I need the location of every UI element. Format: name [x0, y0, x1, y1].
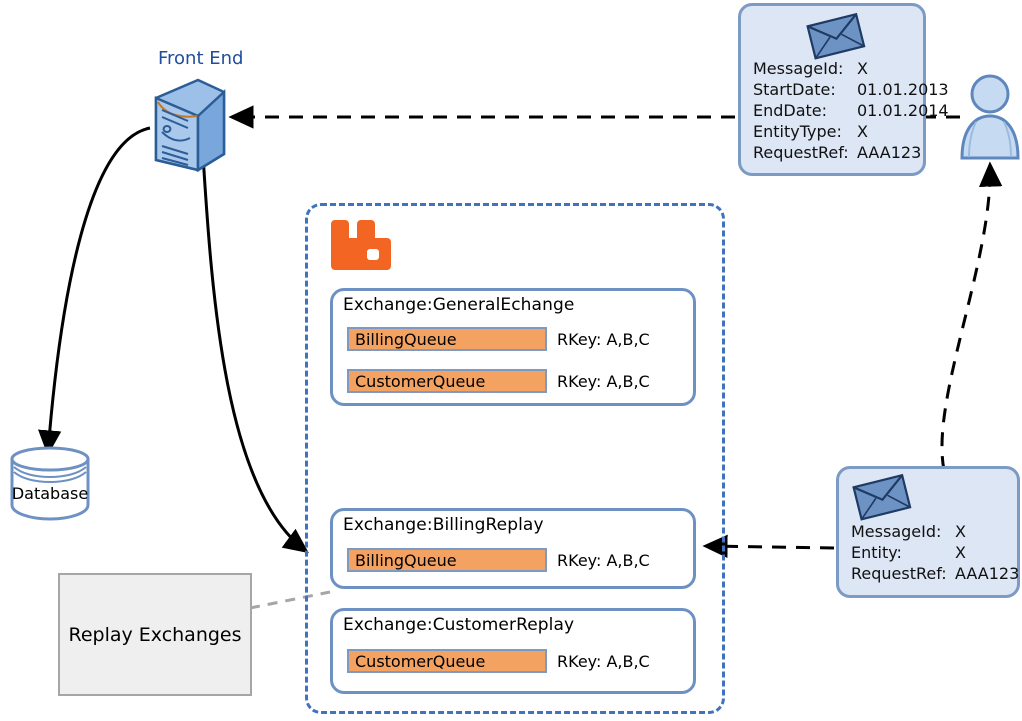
queue-customerqueue[interactable]: CustomerQueue [347, 369, 547, 393]
envelope-icon [801, 12, 869, 62]
message-field-row: StartDate: 01.01.2013 [753, 79, 949, 100]
message-field-row: RequestRef: AAA123 [851, 563, 1019, 584]
exchange-card-billing-replay[interactable]: Exchange:BillingReplay BillingQueue RKey… [330, 508, 696, 589]
queue-row[interactable]: BillingQueue RKey: A,B,C [347, 327, 650, 351]
user-person-icon[interactable] [958, 72, 1022, 164]
queue-rkey-label: RKey: A,B,C [557, 329, 650, 349]
server-icon [148, 76, 230, 176]
queue-row[interactable]: BillingQueue RKey: A,B,C [347, 548, 650, 572]
queue-billingqueue[interactable]: BillingQueue [347, 327, 547, 351]
callout-label: Replay Exchanges [68, 623, 242, 646]
field-value: 01.01.2014 [857, 101, 949, 120]
field-value: X [955, 522, 966, 541]
exchange-title: Exchange:CustomerReplay [343, 615, 575, 635]
field-value: X [955, 543, 966, 562]
envelope-icon [847, 473, 915, 523]
field-value: 01.01.2013 [857, 80, 949, 99]
exchange-card-general[interactable]: Exchange:GeneralEchange BillingQueue RKe… [330, 288, 696, 406]
exchange-card-customer-replay[interactable]: Exchange:CustomerReplay CustomerQueue RK… [330, 608, 696, 694]
edge-frontend-to-billingreplay [201, 154, 309, 554]
field-key: EndDate: [753, 101, 828, 120]
message-field-row: EndDate: 01.01.2014 [753, 100, 949, 121]
field-key: RequestRef: [753, 143, 849, 162]
message-field-row: Entity: X [851, 542, 1019, 563]
message-field-row: MessageId: X [851, 521, 1019, 542]
message-card-replay[interactable]: MessageId: X Entity: X RequestRef: AAA12… [836, 466, 1020, 598]
exchange-title: Exchange:BillingReplay [343, 515, 544, 535]
field-key: MessageId: [851, 522, 942, 541]
database-label: Database [11, 484, 89, 503]
field-key: StartDate: [753, 80, 836, 99]
queue-row[interactable]: CustomerQueue RKey: A,B,C [347, 369, 650, 393]
replay-exchanges-callout: Replay Exchanges [58, 573, 252, 696]
message-field-row: EntityType: X [753, 121, 949, 142]
field-key: Entity: [851, 543, 902, 562]
field-value: AAA123 [857, 143, 922, 162]
field-key: MessageId: [753, 59, 844, 78]
edge-replaymsg-to-billingreplay [702, 534, 835, 559]
callout-leader-line [249, 590, 331, 610]
message-field-row: MessageId: X [753, 58, 949, 79]
queue-billingqueue[interactable]: BillingQueue [347, 548, 547, 572]
message-fields: MessageId: X StartDate: 01.01.2013 EndDa… [753, 58, 949, 163]
field-key: EntityType: [753, 122, 842, 141]
rabbitmq-logo-icon [327, 216, 391, 276]
frontend-label: Front End [158, 48, 244, 69]
field-value: X [857, 59, 868, 78]
field-key: RequestRef: [851, 564, 947, 583]
message-field-row: RequestRef: AAA123 [753, 142, 949, 163]
exchange-title: Exchange:GeneralEchange [343, 295, 575, 315]
queue-rkey-label: RKey: A,B,C [557, 651, 650, 671]
message-broker-container [305, 203, 725, 714]
queue-customerqueue[interactable]: CustomerQueue [347, 649, 547, 673]
field-value: X [857, 122, 868, 141]
message-card-request[interactable]: MessageId: X StartDate: 01.01.2013 EndDa… [738, 3, 949, 176]
edge-frontend-to-database [38, 126, 151, 456]
queue-rkey-label: RKey: A,B,C [557, 550, 650, 570]
database-cylinder-icon [6, 443, 94, 523]
queue-rkey-label: RKey: A,B,C [557, 371, 650, 391]
queue-row[interactable]: CustomerQueue RKey: A,B,C [347, 649, 650, 673]
message-fields: MessageId: X Entity: X RequestRef: AAA12… [851, 521, 1019, 584]
field-value: AAA123 [955, 564, 1020, 583]
edge-replaymsg-to-user [940, 161, 1003, 471]
